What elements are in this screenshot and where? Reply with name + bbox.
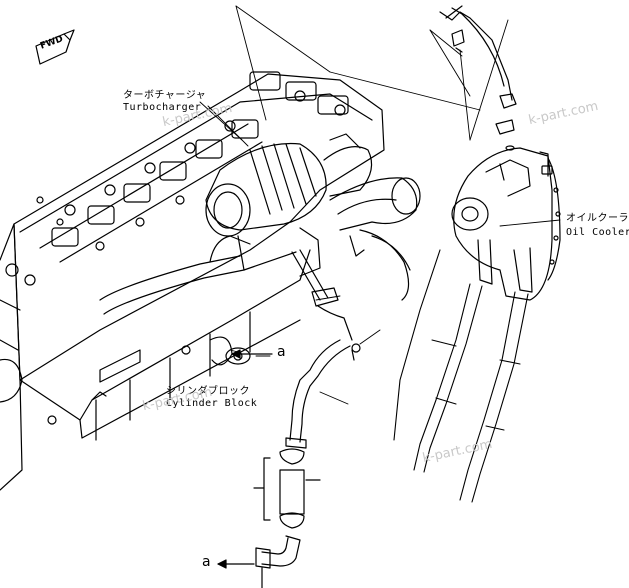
cylinder-block — [0, 223, 311, 491]
reference-arrow-a-lower — [217, 559, 255, 569]
reference-mark-a: a — [202, 554, 211, 570]
engine-cylinder-head — [13, 71, 385, 381]
hose-clamp-group — [253, 448, 321, 529]
oil-drain-tube — [291, 249, 361, 361]
cylinder-block-label-en: Cylinder Block — [166, 398, 258, 409]
elbow-fitting — [255, 535, 301, 588]
leader-lines — [199, 5, 561, 405]
reference-arrow-a-upper — [231, 349, 273, 359]
turbocharger — [205, 133, 421, 301]
oil-cooler — [451, 147, 561, 301]
fwd-arrow-icon — [35, 29, 75, 65]
turbocharger-label-jp: ターボチャージャ — [123, 90, 207, 101]
cylinder-block-label-jp: シリンダブロック — [166, 386, 250, 397]
oil-cooler-pipe — [439, 5, 517, 151]
reference-mark-a: a — [277, 344, 286, 360]
oil-cooler-label-jp: オイルクーラ — [566, 213, 629, 224]
oil-cooler-label-en: Oil Cooler — [566, 227, 629, 238]
drain-hose — [285, 339, 351, 449]
intake-pipe — [99, 235, 251, 315]
oil-cooler-hoses — [393, 249, 529, 503]
turbocharger-label-en: Turbocharger — [123, 102, 202, 113]
